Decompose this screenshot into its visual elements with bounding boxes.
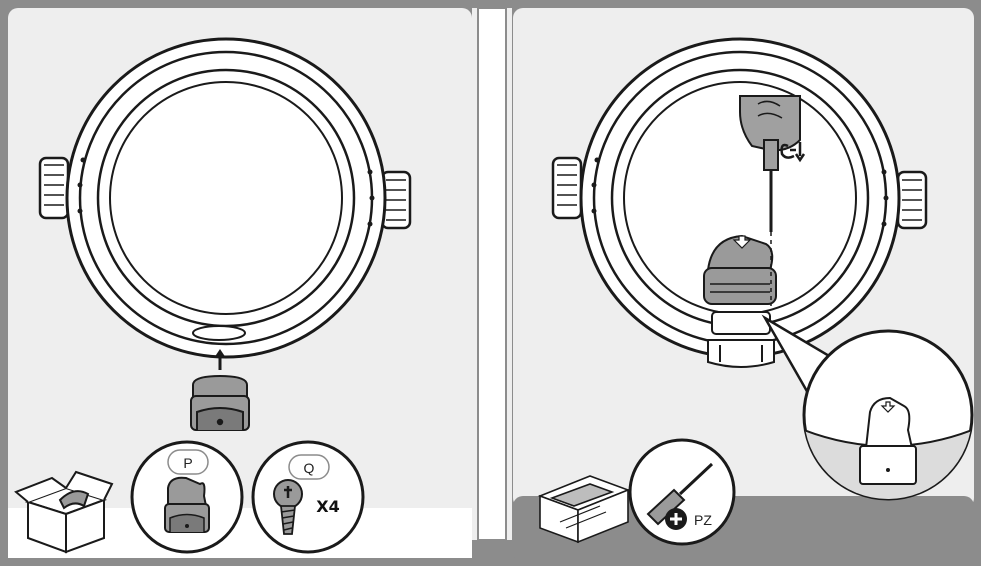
screwdriver-type: PZ <box>694 512 712 528</box>
part-p-callout: P <box>132 442 242 552</box>
part-q-callout: Q X4 <box>253 442 363 552</box>
screw-count: X4 <box>316 497 339 516</box>
screwdriver-callout: PZ <box>630 440 734 544</box>
part-p-cup <box>191 376 249 430</box>
mounted-cup <box>708 312 774 367</box>
left-panel: P Q X4 <box>8 8 472 558</box>
part-q-label: Q <box>304 460 315 476</box>
part-p-label: P <box>183 455 192 471</box>
phillips-icon <box>665 508 687 530</box>
right-panel: PZ <box>513 8 974 562</box>
